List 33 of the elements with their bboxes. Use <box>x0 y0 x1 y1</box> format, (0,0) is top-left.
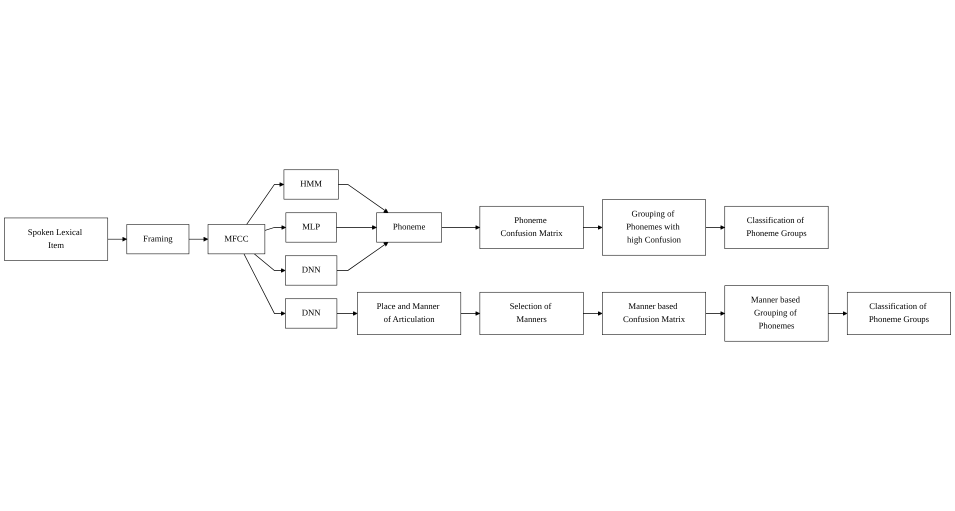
node-box: Classification of Phoneme Groups <box>724 206 828 249</box>
node-box: Grouping of Phonemes with high Confusion <box>602 199 706 256</box>
node-box: Framing <box>126 224 190 254</box>
node-box: MLP <box>286 212 337 242</box>
arrow <box>705 311 725 316</box>
node-box: DNN <box>285 298 338 328</box>
node-box: Manner based Grouping of Phonemes <box>724 285 828 342</box>
arrow <box>264 225 286 231</box>
arrow <box>338 184 388 213</box>
node-box: Manner based Confusion Matrix <box>602 292 706 335</box>
node-box: HMM <box>284 170 339 200</box>
arrow <box>582 225 603 230</box>
arrow <box>441 225 480 230</box>
arrow <box>246 182 284 225</box>
arrow <box>336 242 388 271</box>
arrow <box>244 254 286 316</box>
arrow <box>254 254 286 273</box>
node-box: DNN <box>285 256 338 286</box>
node-box: Phoneme <box>376 212 442 242</box>
node-box: MFCC <box>208 224 266 254</box>
node-box: Classification of Phoneme Groups <box>846 292 951 335</box>
arrow <box>460 311 480 316</box>
arrow <box>582 311 603 316</box>
node-box: Selection of Manners <box>480 292 584 335</box>
node-box: Spoken Lexical Item <box>4 218 108 261</box>
arrow <box>336 311 358 316</box>
node-box: Phoneme Confusion Matrix <box>480 206 584 249</box>
arrow <box>107 236 128 242</box>
arrow <box>828 311 848 316</box>
arrow <box>705 225 725 230</box>
arrow <box>188 236 208 242</box>
arrow <box>336 225 377 230</box>
node-box: Place and Manner of Articulation <box>357 292 462 335</box>
